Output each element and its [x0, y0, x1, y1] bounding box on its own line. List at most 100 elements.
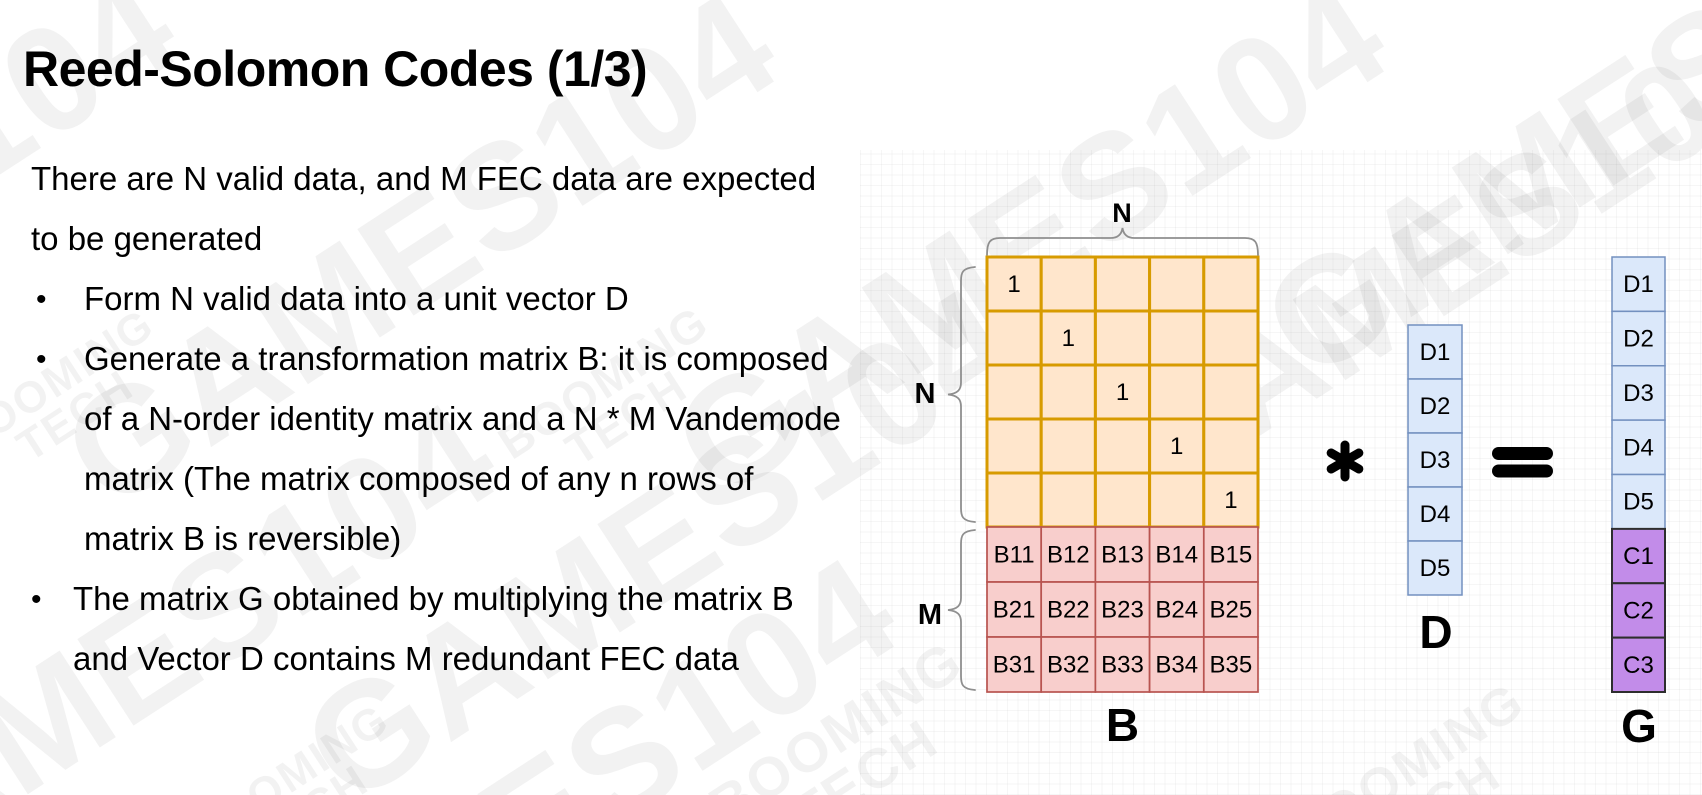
multiply-operator-arm: [1326, 448, 1364, 474]
matrix-b-vandermonde-value: B23: [1101, 597, 1144, 624]
matrix-b-identity-value: 1: [1224, 487, 1237, 514]
matrix-b-identity-cell: [1202, 255, 1260, 313]
matrix-b-vandermonde-value: B15: [1210, 542, 1253, 569]
matrix-b-vandermonde-value: B25: [1210, 597, 1253, 624]
intro-line-2: to be generated: [31, 220, 263, 257]
matrix-b-vandermonde-cell: [1094, 581, 1151, 638]
bullet-2-line-3: matrix (The matrix composed of any n row…: [84, 460, 754, 497]
n-left-label: N: [915, 378, 936, 410]
matrix-b-vandermonde-cell: [1148, 636, 1205, 693]
vector-g-fec-cell: [1611, 636, 1666, 693]
matrix-b-vandermonde-cell: [1148, 526, 1205, 583]
matrix-b-identity-cell: [1039, 363, 1097, 421]
page-title: Reed-Solomon Codes (1/3): [23, 40, 648, 97]
matrix-b-identity-cell: [985, 363, 1043, 421]
matrix-b-identity-cell: [985, 471, 1043, 529]
m-left-brace: [947, 529, 976, 691]
vector-g-label: G: [1621, 700, 1657, 752]
matrix-b-identity-cell: [1093, 471, 1152, 529]
matrix-b-identity-cell: [1202, 417, 1260, 475]
matrix-b-vandermonde-value: B13: [1101, 542, 1144, 569]
vector-d-value: D3: [1420, 447, 1451, 474]
matrix-b-identity-value: 1: [1062, 325, 1075, 352]
vector-g-data-value: D4: [1623, 434, 1654, 461]
matrix-b-identity-cell: [1039, 255, 1097, 313]
vector-d-cell: [1407, 324, 1463, 380]
vector-g-data-cell: [1611, 473, 1666, 530]
matrix-b-identity-cell: [1148, 309, 1206, 367]
matrix-b-vandermonde-cell: [1202, 636, 1259, 693]
vector-g-fec-value: C2: [1623, 597, 1654, 624]
matrix-b-identity-value: 1: [1007, 271, 1020, 298]
matrix-b-identity-value: 1: [1116, 379, 1129, 406]
matrix-b-identity-cell: [1039, 417, 1097, 475]
intro-line-1: There are N valid data, and M FEC data a…: [31, 160, 817, 197]
matrix-b-vandermonde-value: B12: [1047, 542, 1090, 569]
matrix-b-identity-cell: [985, 255, 1043, 313]
n-top-label: N: [1112, 198, 1132, 228]
vector-g-data-value: D5: [1623, 489, 1654, 516]
matrix-b-vandermonde-value: B32: [1047, 652, 1090, 679]
matrix-b-vandermonde-value: B14: [1155, 542, 1198, 569]
vector-d-cell: [1407, 540, 1463, 596]
m-left-label: M: [918, 599, 942, 631]
matrix-b-vandermonde-cell: [1148, 581, 1205, 638]
vector-g-data-value: D1: [1623, 271, 1654, 298]
vector-d-cell: [1407, 432, 1463, 488]
matrix-b-identity-cell: [1202, 363, 1260, 421]
vector-g-data-cell: [1611, 419, 1666, 476]
vector-d-value: D5: [1420, 555, 1451, 582]
vector-d-value: D4: [1420, 501, 1451, 528]
matrix-b-vandermonde-cell: [1094, 526, 1151, 583]
matrix-b-identity-cell: [1093, 309, 1152, 367]
vector-d-value: D1: [1420, 339, 1451, 366]
bullet-1-line-1: Form N valid data into a unit vector D: [84, 280, 629, 317]
vector-d-value: D2: [1420, 393, 1451, 420]
matrix-b-identity-cell: [985, 309, 1043, 367]
bullet-2-line-2: of a N-order identity matrix and a N * M…: [84, 400, 841, 437]
matrix-b-label: B: [1106, 699, 1139, 751]
bullet-2-line-4: matrix B is reversible): [84, 520, 402, 557]
matrix-b-vandermonde-cell: [1202, 581, 1259, 638]
bullet-item-3: • The matrix G obtained by multiplying t…: [31, 569, 861, 689]
equals-operator-bar: [1492, 464, 1553, 478]
bullet-2-line-1: Generate a transformation matrix B: it i…: [84, 340, 829, 377]
bullet-dot: •: [36, 343, 47, 376]
vector-g-fec-value: C1: [1623, 543, 1654, 570]
matrix-b-identity-cell: [1148, 363, 1206, 421]
vector-g-data-value: D2: [1623, 326, 1654, 353]
vector-g-fec-value: C3: [1623, 652, 1654, 679]
vector-d-label: D: [1419, 606, 1452, 658]
matrix-b-identity-cell: [1148, 255, 1206, 313]
matrix-b-vandermonde-cell: [986, 636, 1043, 693]
matrix-b-vandermonde-value: B21: [993, 597, 1036, 624]
matrix-b-vandermonde-cell: [1040, 636, 1097, 693]
vector-g-data-cell: [1611, 310, 1666, 367]
multiply-operator: [1326, 440, 1364, 482]
matrix-b-identity-cell: [985, 417, 1043, 475]
matrix-b-vandermonde-value: B31: [993, 652, 1036, 679]
matrix-b-identity-cell: [1093, 417, 1152, 475]
bullet-item-1: • Form N valid data into a unit vector D: [31, 269, 861, 329]
vector-g-data-value: D3: [1623, 380, 1654, 407]
matrix-b-identity-cell: [1039, 309, 1097, 367]
bullet-3-line-1: The matrix G obtained by multiplying the…: [73, 580, 794, 617]
matrix-b-identity-cell: [1093, 255, 1152, 313]
matrix-b-vandermonde-value: B24: [1155, 597, 1198, 624]
matrix-b-identity-cell: [1148, 471, 1206, 529]
vector-g-data-cell: [1611, 256, 1666, 313]
matrix-b-vandermonde-value: B33: [1101, 652, 1144, 679]
bullet-dot: •: [36, 283, 47, 316]
bullet-dot: •: [31, 583, 42, 616]
matrix-b-identity-value: 1: [1170, 433, 1183, 460]
equals-operator-bar: [1492, 447, 1553, 460]
matrix-b-vandermonde-value: B35: [1210, 652, 1253, 679]
vector-g-data-cell: [1611, 365, 1666, 421]
bullet-item-2: • Generate a transformation matrix B: it…: [31, 329, 861, 569]
matrix-b-identity-cell: [1202, 309, 1260, 367]
matrix-b-vandermonde-cell: [1040, 581, 1097, 638]
matrix-b-vandermonde-cell: [986, 581, 1043, 638]
bullet-3-line-2: and Vector D contains M redundant FEC da…: [73, 640, 739, 677]
